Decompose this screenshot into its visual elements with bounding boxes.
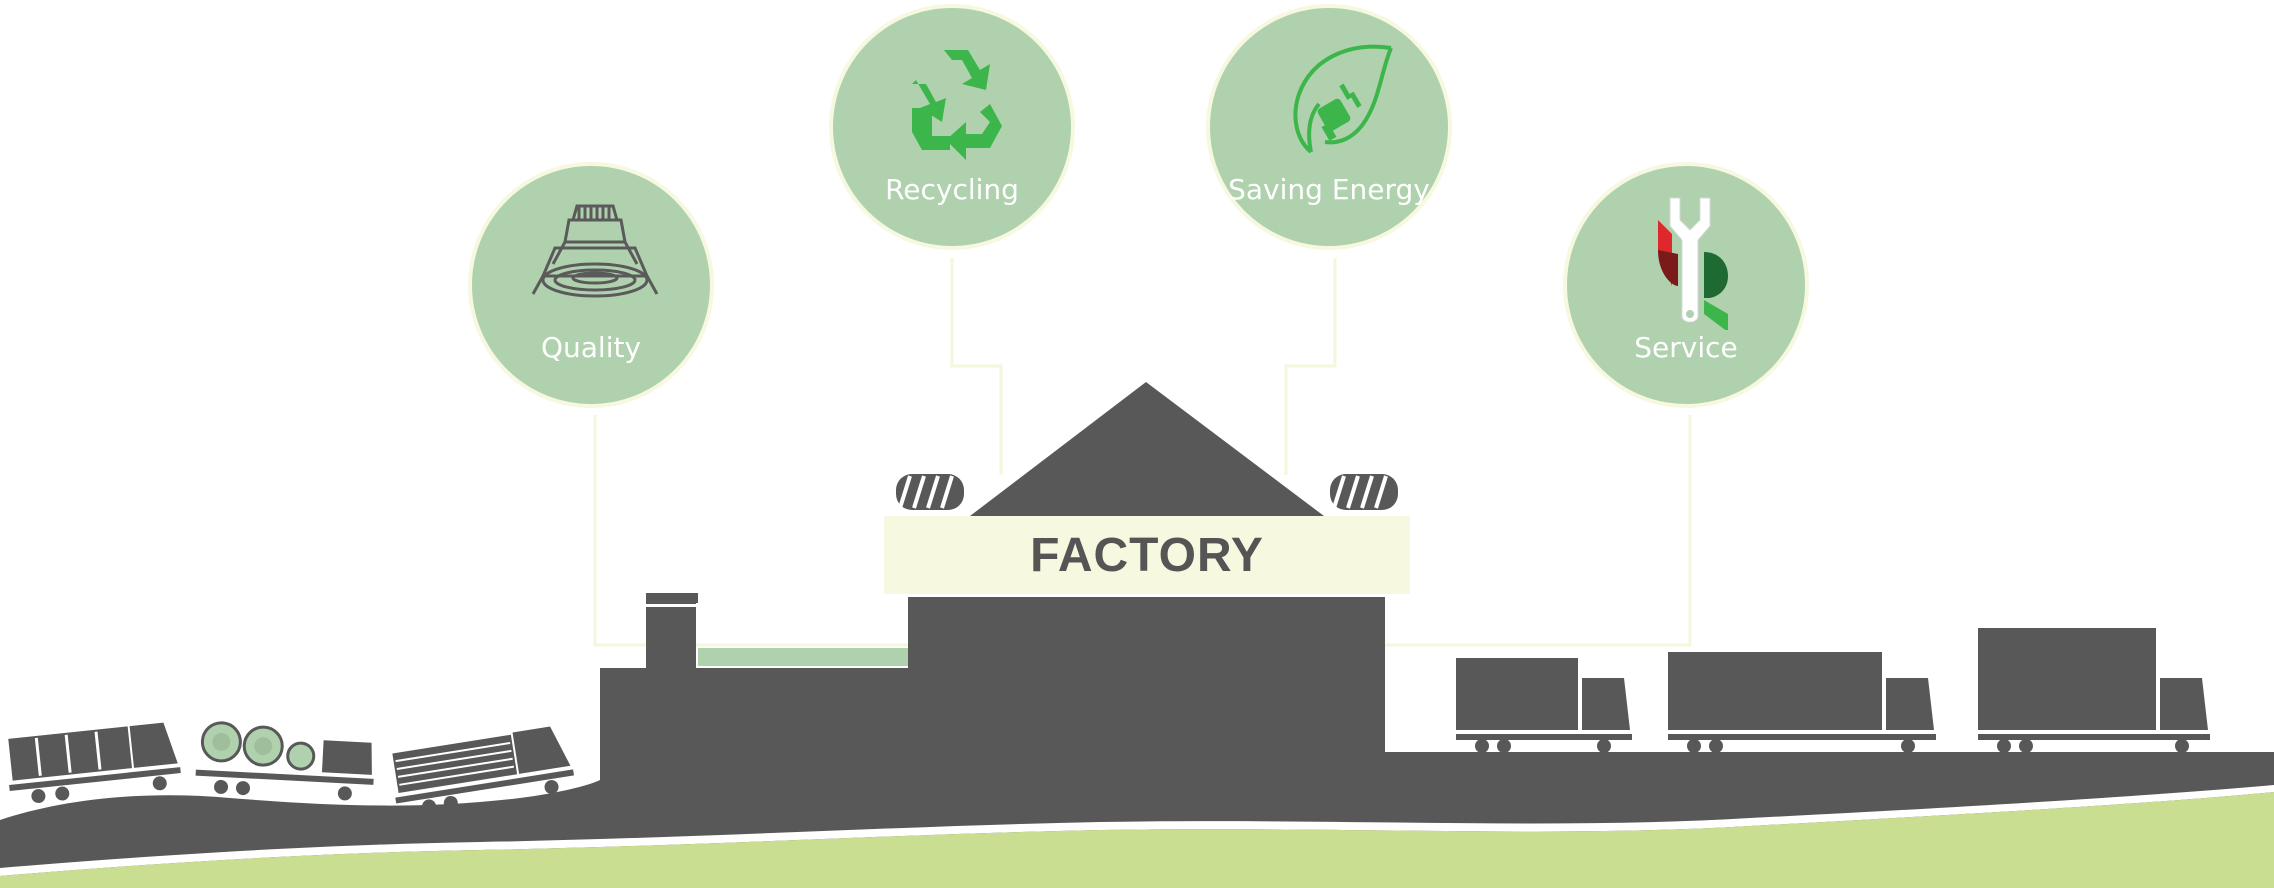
bubble-recycling: Recycling [829,4,1075,250]
ground-dark [0,597,2274,888]
connector-lines [593,258,1692,647]
truck-right-2 [1668,652,1936,753]
recycle-icon [912,50,1002,160]
truck-right-1 [1456,658,1632,753]
factory-sign: FACTORY [884,516,1410,594]
connector-service [1385,415,1692,647]
feature-label-service: Service [1634,331,1738,364]
connector-quality [593,415,908,647]
downlight-icon [531,204,659,298]
leaf-plug-icon [1293,44,1393,154]
factory-label: FACTORY [1030,528,1264,582]
bubble-service: Service [1563,162,1809,408]
coil-left [896,474,964,510]
green-roof-strip [698,648,908,666]
chimney-cap [646,593,698,603]
bubble-saving-energy: Saving Energy [1206,4,1452,250]
truck-left-1 [8,722,181,804]
factory-roof [970,382,1324,516]
truck-right-3 [1978,628,2210,753]
chimney-band [646,604,698,607]
ground-green [0,792,2274,888]
bubble-quality: Quality [468,162,714,408]
connector-recycling [950,258,1003,475]
wrench-icon [1658,197,1728,330]
feature-label-saving-energy: Saving Energy [1228,173,1430,206]
coil-right [1330,474,1398,510]
connector-saving-energy [1284,258,1337,475]
feature-label-recycling: Recycling [885,173,1019,206]
feature-label-quality: Quality [540,331,642,364]
truck-left-2 [195,721,374,801]
truck-left-3 [392,726,574,814]
